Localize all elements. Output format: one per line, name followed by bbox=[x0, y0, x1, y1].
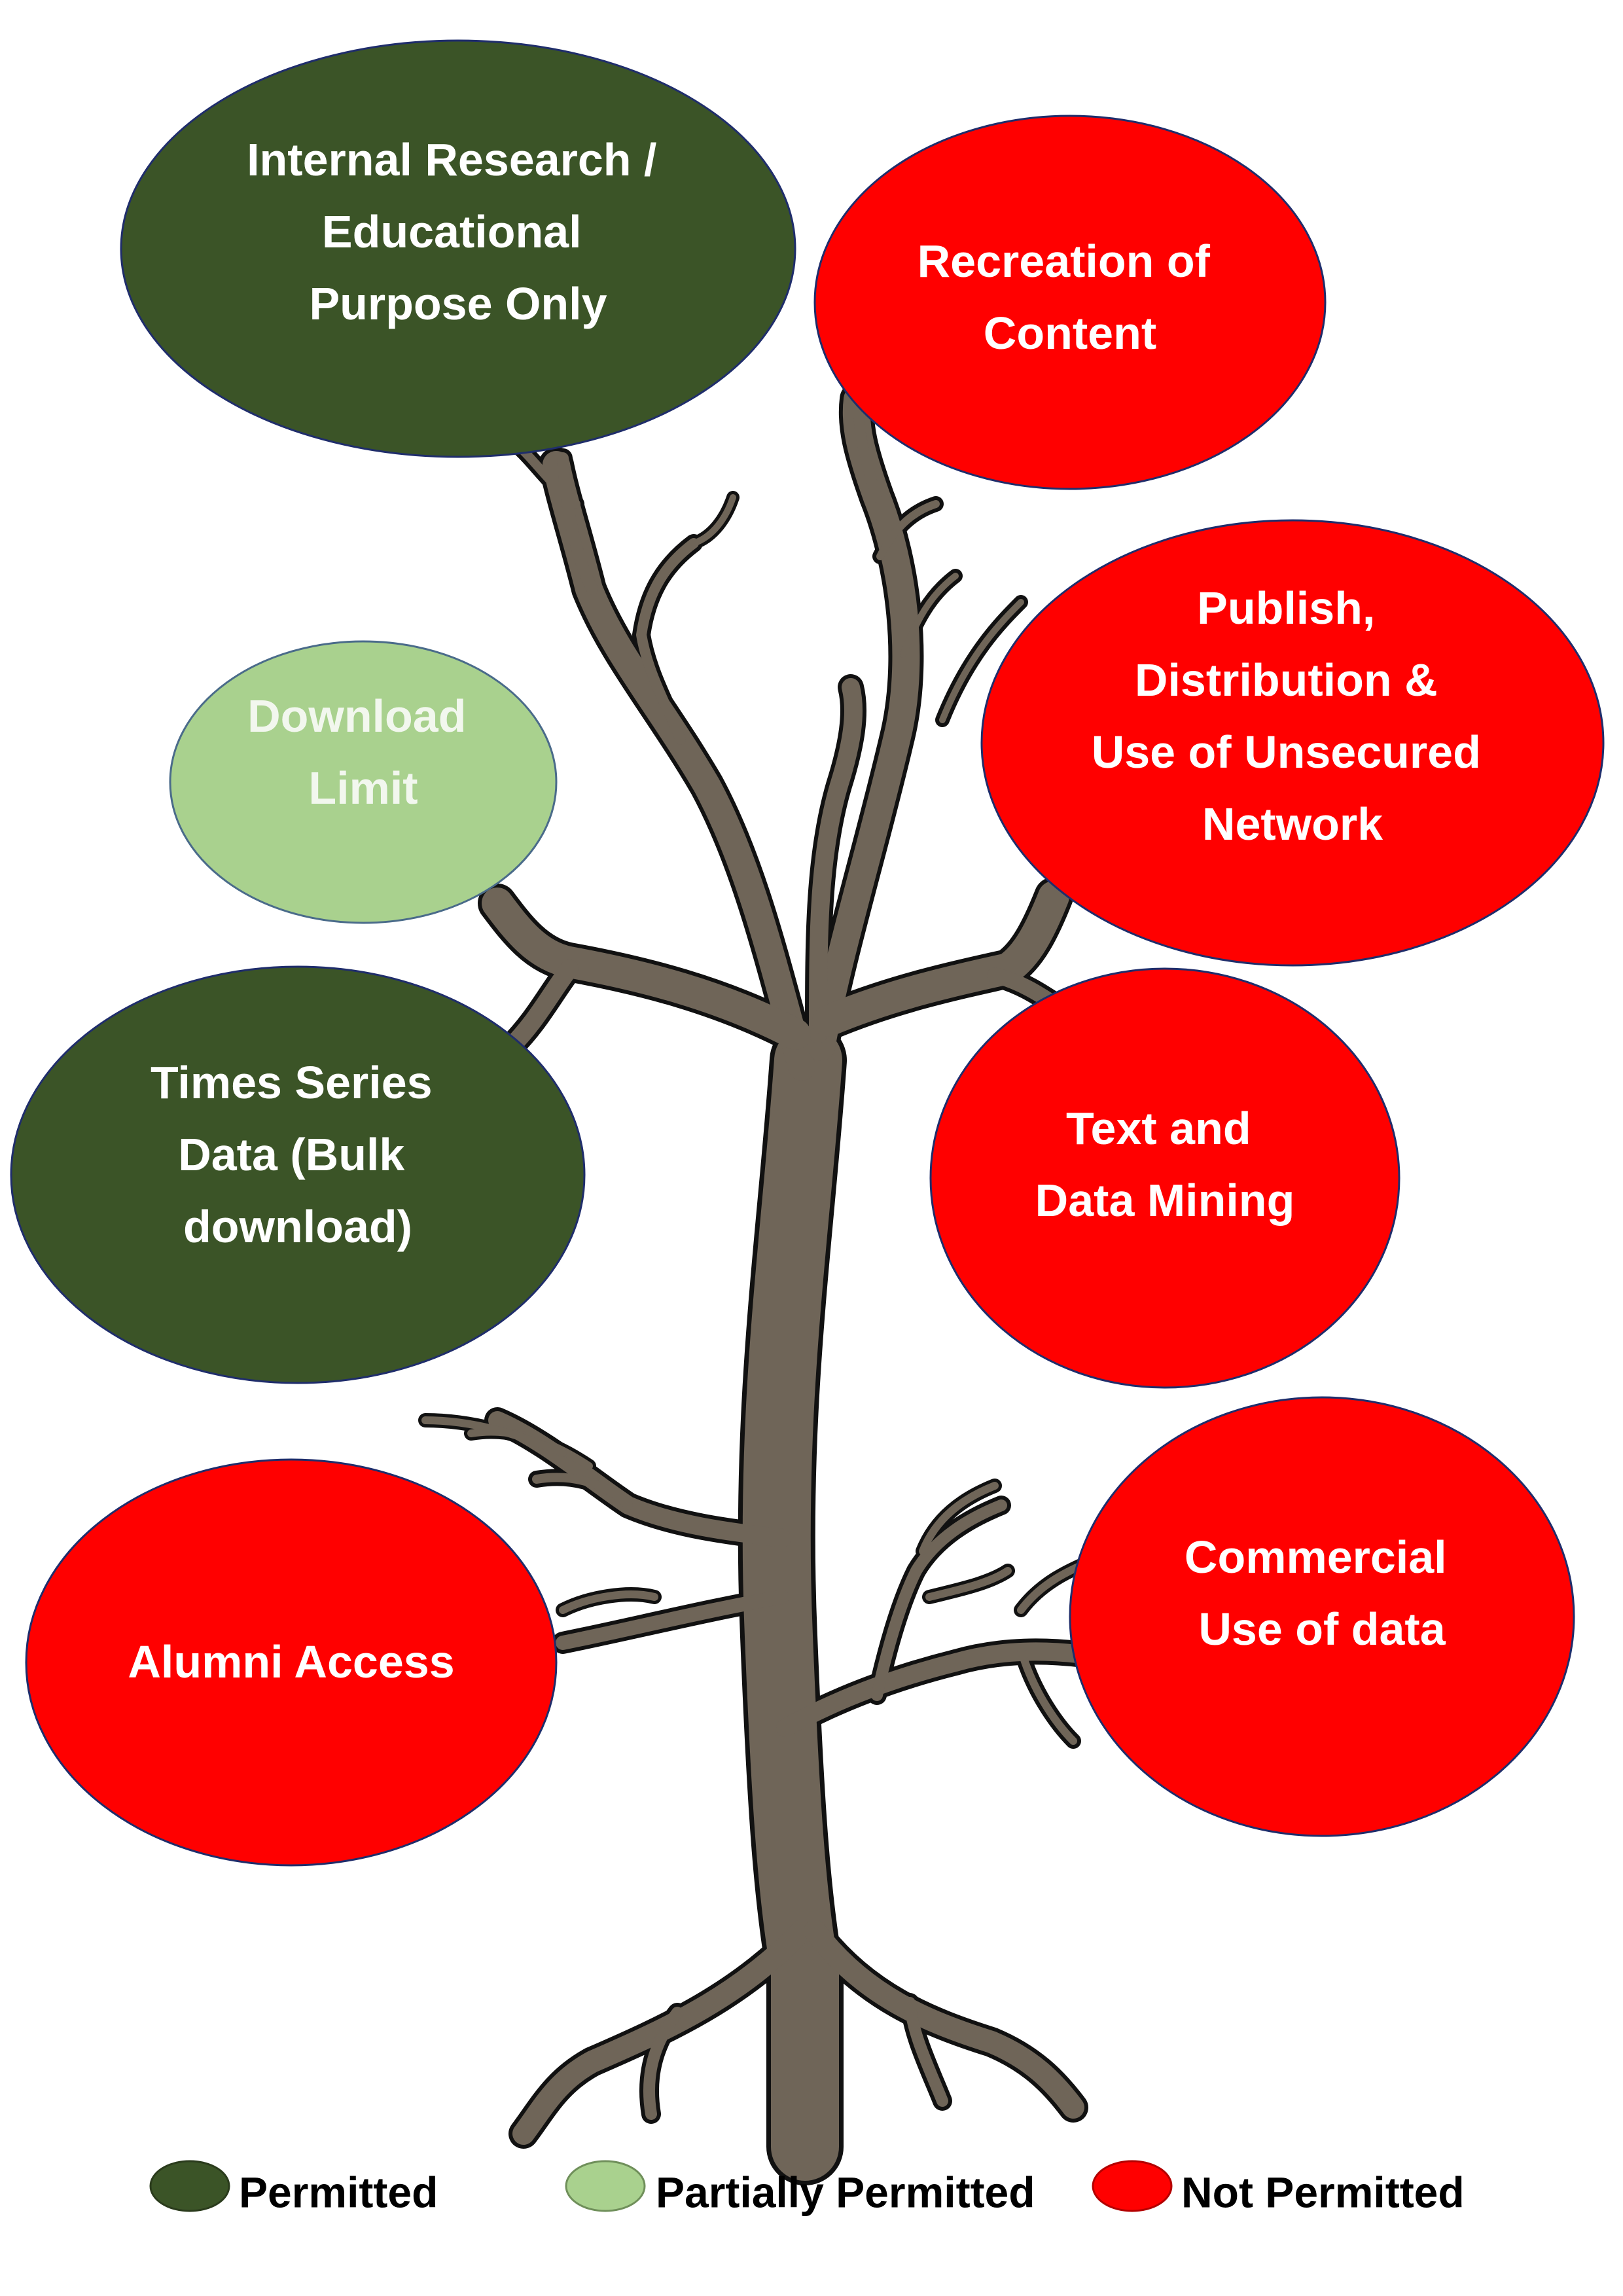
node-download-limit-label: Download Limit bbox=[247, 691, 479, 814]
legend: Permitted Partially Permitted Not Permit… bbox=[149, 2160, 1465, 2216]
legend-label-partially-permitted: Partially Permitted bbox=[656, 2168, 1035, 2216]
legend-swatch-permitted bbox=[149, 2160, 230, 2212]
node-alumni-access-ellipse bbox=[25, 1458, 558, 1867]
node-recreation-of-content: Recreation of Content bbox=[813, 115, 1327, 490]
node-recreation-of-content-label: Recreation of Content bbox=[918, 236, 1223, 359]
node-times-series-data-ellipse bbox=[10, 965, 586, 1384]
node-internal-research-label: Internal Research / Educational Purpose … bbox=[247, 134, 669, 329]
legend-item-permitted: Permitted bbox=[149, 2160, 438, 2216]
node-times-series-data: Times Series Data (Bulk download) bbox=[10, 965, 586, 1384]
node-alumni-access: Alumni Access bbox=[25, 1458, 558, 1867]
node-publish-distribution-label: Publish, Distribution & Use of Unsecured… bbox=[1092, 583, 1494, 850]
legend-swatch-not-permitted bbox=[1092, 2160, 1173, 2212]
legend-item-not-permitted: Not Permitted bbox=[1092, 2160, 1465, 2216]
node-times-series-data-label: Times Series Data (Bulk download) bbox=[151, 1057, 445, 1252]
node-text-and-data-mining-label: Text and Data Mining bbox=[1035, 1103, 1295, 1226]
node-publish-distribution-ellipse bbox=[980, 519, 1605, 967]
node-recreation-of-content-ellipse bbox=[813, 115, 1327, 490]
tree-fill bbox=[421, 386, 1103, 2181]
legend-item-partially-permitted: Partially Permitted bbox=[565, 2160, 1035, 2216]
node-alumni-access-label: Alumni Access bbox=[128, 1636, 454, 1687]
node-publish-distribution: Publish, Distribution & Use of Unsecured… bbox=[980, 519, 1605, 967]
node-commercial-use-ellipse bbox=[1069, 1396, 1575, 1837]
node-download-limit: Download Limit bbox=[169, 640, 558, 924]
node-commercial-use-label: Commercial Use of data bbox=[1185, 1532, 1459, 1655]
node-text-and-data-mining: Text and Data Mining bbox=[929, 967, 1400, 1389]
legend-label-not-permitted: Not Permitted bbox=[1181, 2168, 1465, 2216]
legend-swatch-partially-permitted bbox=[565, 2160, 646, 2212]
permission-nodes: Internal Research / Educational Purpose … bbox=[10, 39, 1605, 1867]
node-internal-research-ellipse bbox=[120, 39, 796, 458]
node-commercial-use: Commercial Use of data bbox=[1069, 1396, 1575, 1837]
legend-label-permitted: Permitted bbox=[239, 2168, 438, 2216]
tree-illustration bbox=[418, 382, 1107, 2185]
node-download-limit-ellipse bbox=[169, 640, 558, 924]
node-text-and-data-mining-ellipse bbox=[929, 967, 1400, 1389]
node-internal-research: Internal Research / Educational Purpose … bbox=[120, 39, 796, 458]
